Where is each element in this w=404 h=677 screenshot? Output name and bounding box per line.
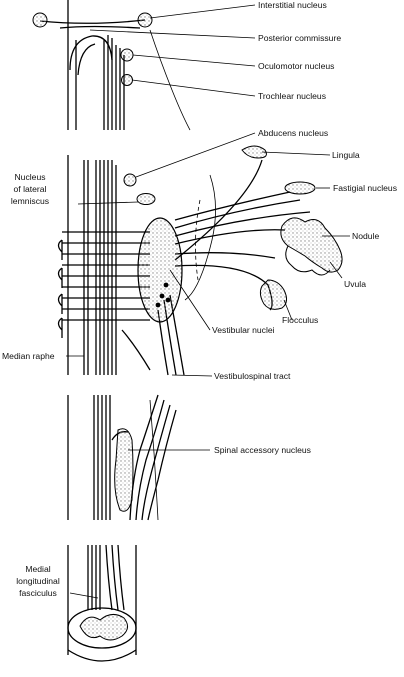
brainstem-section bbox=[57, 155, 311, 376]
labels: Interstitial nucleus Posterior commissur… bbox=[2, 0, 397, 598]
label-lateral-lemniscus-2: of lateral bbox=[14, 184, 47, 194]
label-uvula: Uvula bbox=[344, 279, 366, 289]
interstitial-nucleus-left bbox=[32, 12, 48, 28]
spinal-accessory-nucleus bbox=[114, 428, 134, 512]
label-posterior-commissure: Posterior commissure bbox=[258, 33, 341, 43]
label-oculomotor-nucleus: Oculomotor nucleus bbox=[258, 61, 334, 71]
label-mlf-1: Medial bbox=[25, 564, 50, 574]
leader-lines bbox=[66, 4, 350, 599]
label-mlf-2: longitudinal bbox=[16, 576, 60, 586]
midbrain-section bbox=[39, 0, 191, 131]
label-vestibulospinal-tract: Vestibulospinal tract bbox=[214, 371, 291, 381]
vestibular-dots bbox=[155, 282, 171, 308]
lingula bbox=[241, 145, 267, 159]
vestibular-nuclei bbox=[137, 217, 183, 323]
flocculus bbox=[259, 279, 288, 310]
top-nuclei bbox=[32, 12, 153, 86]
label-lingula: Lingula bbox=[332, 150, 360, 160]
label-nodule: Nodule bbox=[352, 231, 379, 241]
label-lateral-lemniscus-1: Nucleus bbox=[14, 172, 45, 182]
label-spinal-accessory-nucleus: Spinal accessory nucleus bbox=[214, 445, 311, 455]
cord-section bbox=[67, 544, 137, 662]
abducens-nucleus bbox=[123, 173, 137, 187]
nodule bbox=[280, 217, 343, 273]
label-abducens-nucleus: Abducens nucleus bbox=[258, 128, 328, 138]
oculomotor-nucleus bbox=[120, 48, 134, 62]
label-flocculus: Flocculus bbox=[282, 315, 318, 325]
label-vestibular-nuclei: Vestibular nuclei bbox=[212, 325, 275, 335]
label-trochlear-nucleus: Trochlear nucleus bbox=[258, 91, 326, 101]
label-fastigial-nucleus: Fastigial nucleus bbox=[333, 183, 397, 193]
label-mlf-3: fasciculus bbox=[19, 588, 57, 598]
interstitial-nucleus-right bbox=[137, 12, 153, 28]
label-interstitial-nucleus: Interstitial nucleus bbox=[258, 0, 327, 10]
lateral-lemniscus-nucleus bbox=[136, 193, 156, 205]
label-lateral-lemniscus-3: lemniscus bbox=[11, 196, 49, 206]
fastigial-nucleus bbox=[284, 181, 316, 195]
trochlear-nucleus bbox=[121, 74, 133, 86]
cord-grey-matter bbox=[79, 614, 128, 641]
cerebellum bbox=[241, 145, 343, 310]
label-median-raphe: Median raphe bbox=[2, 351, 55, 361]
